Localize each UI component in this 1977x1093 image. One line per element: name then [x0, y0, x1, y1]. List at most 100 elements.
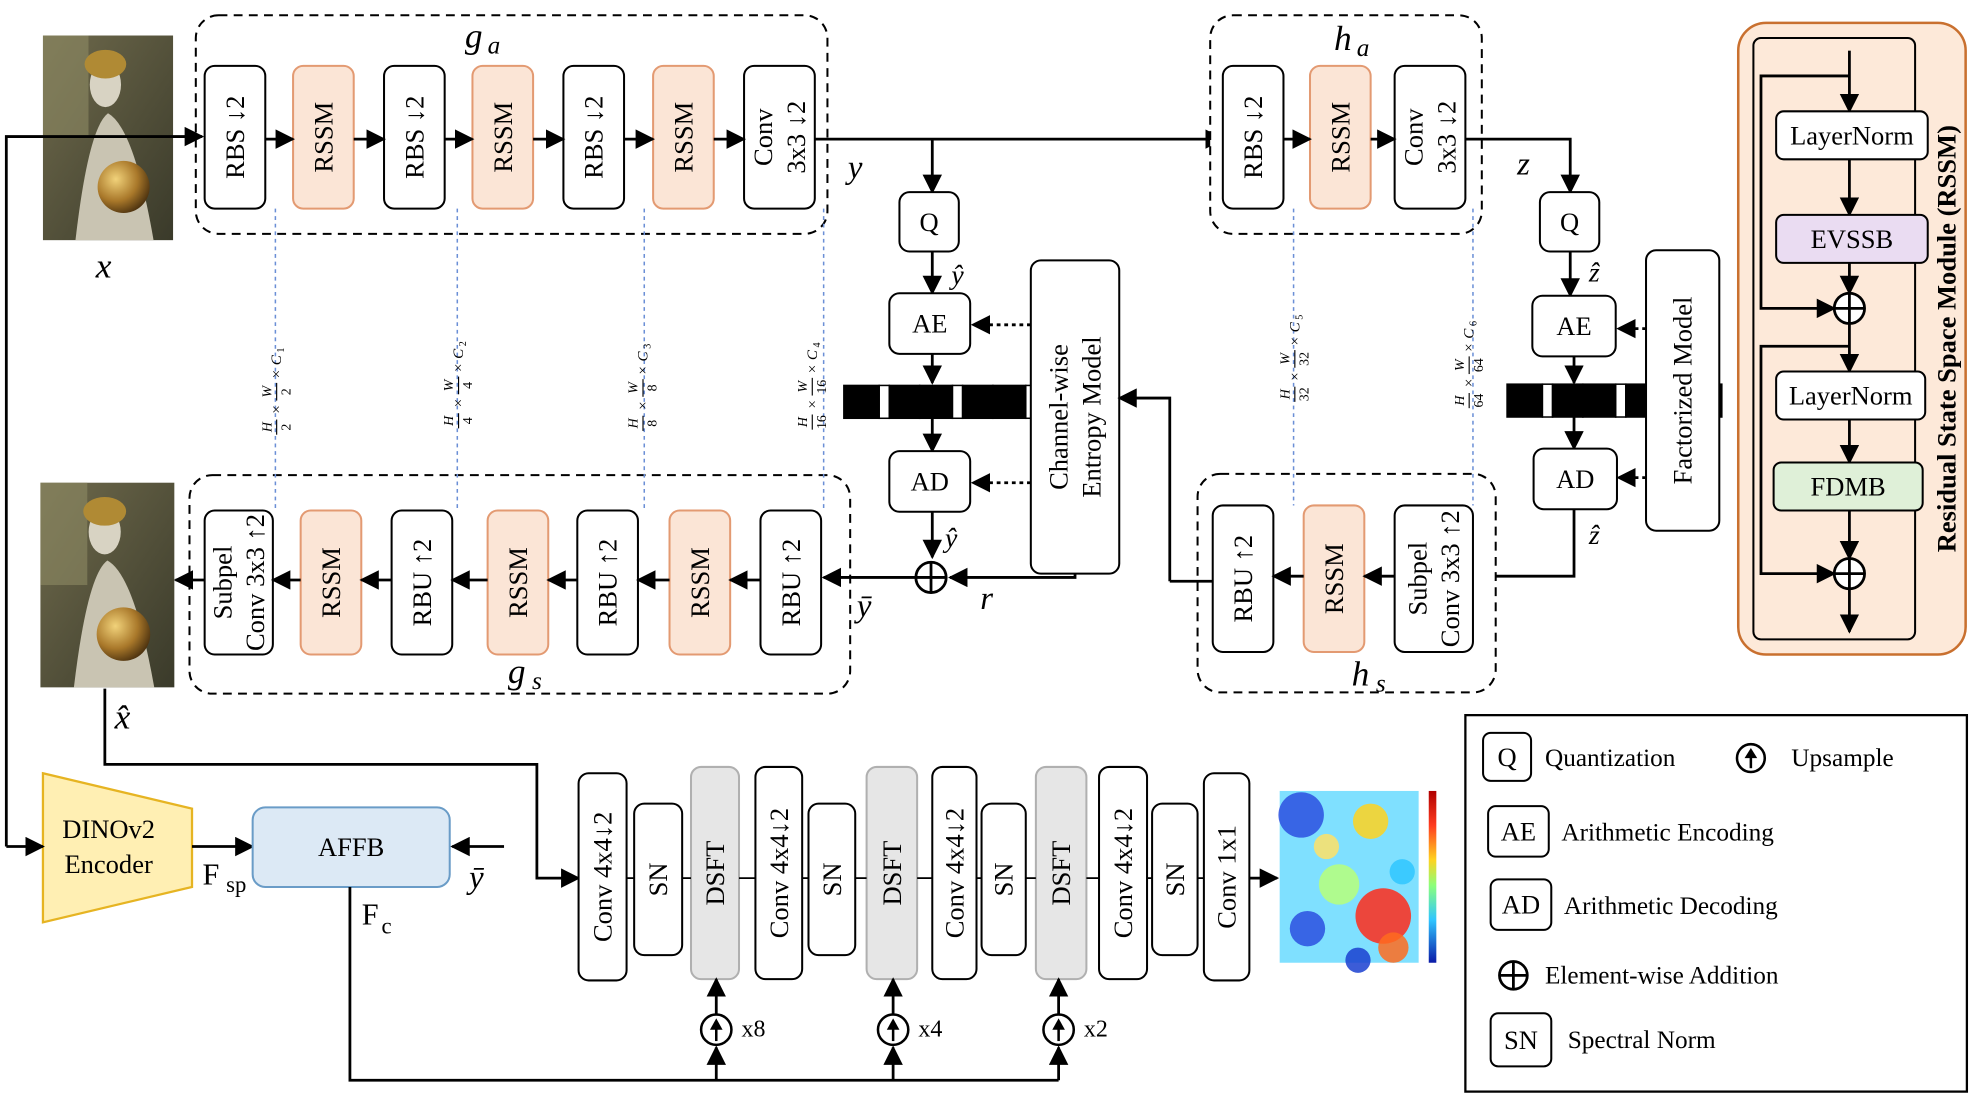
dim-wd: 16: [815, 380, 830, 394]
ga-rbs-block-label: RBS ↓2: [220, 96, 250, 179]
dim-hd: 4: [461, 417, 476, 424]
y-bar-label: ȳ: [854, 589, 873, 625]
ha-rbs-block-label: RBS ↓2: [1238, 96, 1268, 179]
dim-c-sub: 1: [276, 348, 287, 353]
legend-ae-text: Arithmetic Encoding: [1561, 819, 1774, 847]
dim-w: W: [1278, 352, 1293, 365]
disc-conv-block: Conv 1x1: [1202, 772, 1251, 982]
sn-block-box: [807, 802, 857, 957]
factorized-model-label: Factorized Model: [1668, 297, 1698, 485]
dim-hd: 2: [279, 424, 294, 431]
dinov2-label: Encoder: [64, 849, 153, 879]
upsample-factor-label: x2: [1084, 1017, 1108, 1043]
ha-rssm-block-label: RSSM: [1325, 102, 1355, 173]
sn-block: SN: [633, 802, 684, 957]
rssm-layernorm-2: LayerNorm: [1775, 370, 1927, 421]
hs-rssm-block-label: RSSM: [1319, 543, 1349, 614]
affb-block-label: AFFB: [318, 832, 384, 862]
reconstructed-image: [40, 482, 175, 688]
legend-ad-symbol-label: AD: [1502, 890, 1540, 920]
sn-block: SN: [807, 802, 857, 957]
sn-block-label: SN: [643, 862, 673, 896]
hs-label-sub: s: [1376, 670, 1386, 698]
ga-rbs-block: RBS ↓2: [562, 64, 626, 210]
z-hat-to-hs-arrow: [1469, 509, 1576, 586]
ha-rbs-block-box: [1221, 64, 1285, 210]
hs-rssm-block: RSSM: [1302, 504, 1366, 653]
fsp-sub: sp: [226, 872, 246, 897]
disc-conv-block-label: Conv 4x4↓2: [1108, 808, 1138, 938]
disc-conv-block: Conv 4x4↓2: [754, 765, 804, 981]
add-icon: [914, 560, 948, 594]
q-block-y: Q: [898, 191, 960, 253]
legend-q-symbol-box: [1482, 731, 1533, 782]
gs-rbu-block-box: [759, 509, 823, 656]
hs-rbu-block-label: RBU ↑2: [1228, 535, 1258, 623]
dim-wd: 64: [1472, 358, 1487, 372]
disc-conv-block-label: Conv 1x1: [1212, 825, 1242, 929]
fc-sub: c: [382, 914, 392, 939]
gs-rbu-block: RBU ↑2: [759, 509, 823, 656]
dim-c: C: [804, 349, 821, 360]
gs-rbu-block: RBU ↑2: [390, 509, 454, 656]
disc-conv-block-box: [1098, 765, 1149, 981]
sn-block-label: SN: [1160, 862, 1190, 896]
dim-w: W: [1453, 358, 1468, 371]
rssm-skip-arrow: [1759, 74, 1850, 319]
sn-block-box: [980, 802, 1027, 957]
disc-conv-block-box: [577, 772, 628, 982]
y-label: y: [845, 150, 863, 186]
dim-times: ×: [804, 365, 821, 374]
dim-h: H: [1453, 395, 1468, 407]
ga-rbs-block-label: RBS ↓2: [579, 96, 609, 179]
gs-subpel-block-label: Subpel: [207, 546, 237, 620]
rssm-evssb-box: [1775, 213, 1929, 264]
dim-c-sub: 4: [812, 342, 823, 347]
legend-ad-text: Arithmetic Decoding: [1564, 892, 1778, 920]
rssm-panel-inner: [1752, 37, 1917, 641]
dim-c-sub: 3: [643, 344, 654, 349]
dim-w: W: [627, 381, 642, 394]
rssm-layernorm-1-box: [1775, 110, 1929, 161]
ga-label-main: g: [465, 16, 483, 56]
legend-ad-symbol-box: [1489, 878, 1553, 931]
rssm-layernorm-1-label: LayerNorm: [1790, 120, 1914, 150]
hs-subpel-block-label: Conv 3x3 ↑2: [1435, 510, 1465, 647]
dim-w: W: [796, 379, 811, 392]
ga-rbs-block: RBS ↓2: [203, 64, 267, 210]
z-label: z: [1516, 146, 1530, 182]
dim-h: H: [1278, 388, 1293, 400]
z-hat-ad-label: ẑ: [1588, 520, 1600, 551]
dim-times: ×: [634, 366, 651, 375]
sn-block: SN: [1151, 802, 1199, 957]
ad-block-y-box: [888, 450, 972, 513]
dim-w: W: [260, 385, 275, 398]
add-icon: [1832, 291, 1866, 325]
dim-hd: 8: [646, 420, 661, 427]
legend-sn-symbol-box: [1489, 1012, 1553, 1068]
entropy-model-label: Channel-wise: [1044, 344, 1074, 490]
dim-times: ×: [634, 401, 651, 410]
ga-rbs-block: RBS ↓2: [383, 64, 446, 210]
dim-times: ×: [450, 363, 467, 372]
gs-rssm-block: RSSM: [299, 509, 363, 656]
legend-ae-symbol-box: [1487, 805, 1550, 858]
upsample-factor-label: x4: [918, 1017, 942, 1043]
legend-up-text: Upsample: [1791, 744, 1893, 772]
x-label: x: [95, 245, 112, 285]
upsample-icon: [1735, 742, 1767, 774]
dim-hd: 32: [1297, 387, 1312, 401]
z-hat-label: ẑ: [1588, 258, 1600, 289]
